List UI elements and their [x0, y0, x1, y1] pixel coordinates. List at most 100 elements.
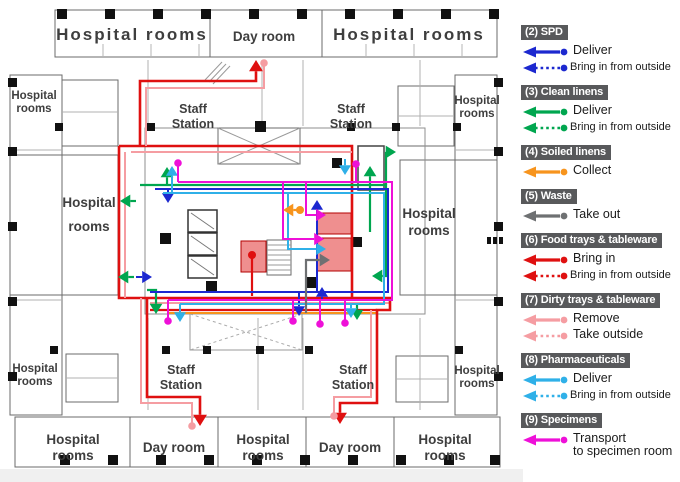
- legend-item: Remove: [523, 312, 680, 327]
- room-label: Day room: [233, 29, 295, 44]
- flow-green: [363, 166, 377, 232]
- room-label: Day room: [143, 440, 205, 455]
- flow-pink: [145, 59, 268, 146]
- flow-magenta: [168, 181, 393, 301]
- structural-columns: [8, 9, 503, 465]
- flow-green: [147, 288, 163, 314]
- solid-arrow-icon: [523, 46, 568, 58]
- solid-arrow-icon: [523, 314, 568, 326]
- legend-item-label: Bring in from outside: [570, 389, 671, 401]
- flow-magenta: [341, 300, 349, 327]
- legend-section-header: (3) Clean linens: [521, 85, 609, 100]
- legend-item-label: Deliver: [573, 371, 612, 385]
- solid-arrow-icon: [523, 210, 568, 222]
- legend-item-label: Remove: [573, 311, 620, 325]
- flow-magenta: [305, 182, 326, 222]
- legend-section-header: (4) Soiled linens: [521, 145, 611, 160]
- flow-magenta: [164, 300, 172, 325]
- legend-item: Bring in from outside: [523, 268, 680, 283]
- flow-cyan: [165, 166, 179, 193]
- legend-section-header: (9) Specimens: [521, 413, 602, 428]
- flow-orange: [283, 203, 305, 217]
- legend-item-label: Bring in from outside: [570, 121, 671, 133]
- flow-cyan: [338, 159, 352, 175]
- flow-blue: [150, 188, 389, 293]
- elevator-core-rooms: [240, 212, 352, 273]
- legend-item-label: Deliver: [573, 43, 612, 57]
- legend-item-label: Bring in from outside: [570, 269, 671, 281]
- flow-pink: [330, 310, 372, 420]
- legend-section-header: (8) Pharmaceuticals: [521, 353, 631, 368]
- logistics-flow-lines: [117, 59, 396, 430]
- flow-magenta: [316, 300, 324, 328]
- room-label: Hospital rooms: [56, 25, 208, 44]
- flow-pink: [140, 298, 196, 430]
- legend-item: Deliver: [523, 44, 680, 59]
- flow-magenta: [289, 300, 297, 325]
- flow-magenta: [174, 159, 182, 182]
- legend-section-header: (5) Waste: [521, 189, 577, 204]
- legend-item: Bring in from outside: [523, 120, 680, 135]
- flow-green: [118, 270, 134, 284]
- room-label: Day room: [319, 440, 381, 455]
- legend-item: Bring in: [523, 252, 680, 267]
- solid-arrow-icon: [523, 106, 568, 118]
- legend-item-label: Take out: [573, 207, 621, 221]
- legend-item: Take out: [523, 208, 680, 223]
- legend-item-label: Deliver: [573, 103, 612, 117]
- legend-item: Bring in from outside: [523, 60, 680, 75]
- solid-arrow-icon: [523, 374, 568, 386]
- dashed-arrow-icon: [523, 270, 568, 282]
- flow-magenta: [282, 182, 324, 246]
- legend-item-label: Collect: [573, 163, 612, 177]
- legend-item: Deliver: [523, 372, 680, 387]
- legend-section-header: (2) SPD: [521, 25, 568, 40]
- legend-item: Bring in from outside: [523, 388, 680, 403]
- legend-item-label: Bring in: [573, 251, 616, 265]
- flow-cyan: [344, 304, 358, 318]
- flow-red: [138, 60, 263, 146]
- bottom-margin: [0, 469, 523, 482]
- flow-green: [384, 145, 396, 185]
- legend-section-header: (7) Dirty trays & tableware: [521, 293, 661, 308]
- legend-item: Collect: [523, 164, 680, 179]
- room-label: Hospital rooms: [333, 25, 485, 44]
- solid-arrow-icon: [523, 166, 568, 178]
- legend-section-header: (6) Food trays & tableware: [521, 233, 663, 248]
- legend-item: Deliver: [523, 104, 680, 119]
- flow-red: [247, 250, 257, 296]
- dashed-arrow-icon: [523, 62, 568, 74]
- flow-gray: [304, 253, 330, 313]
- flow-magenta: [352, 160, 360, 182]
- flow-cyan: [163, 192, 385, 305]
- flow-red: [145, 298, 207, 426]
- flow-red: [333, 296, 392, 424]
- flow-cyan: [173, 304, 187, 322]
- legend-item-label: Bring in from outside: [570, 61, 671, 73]
